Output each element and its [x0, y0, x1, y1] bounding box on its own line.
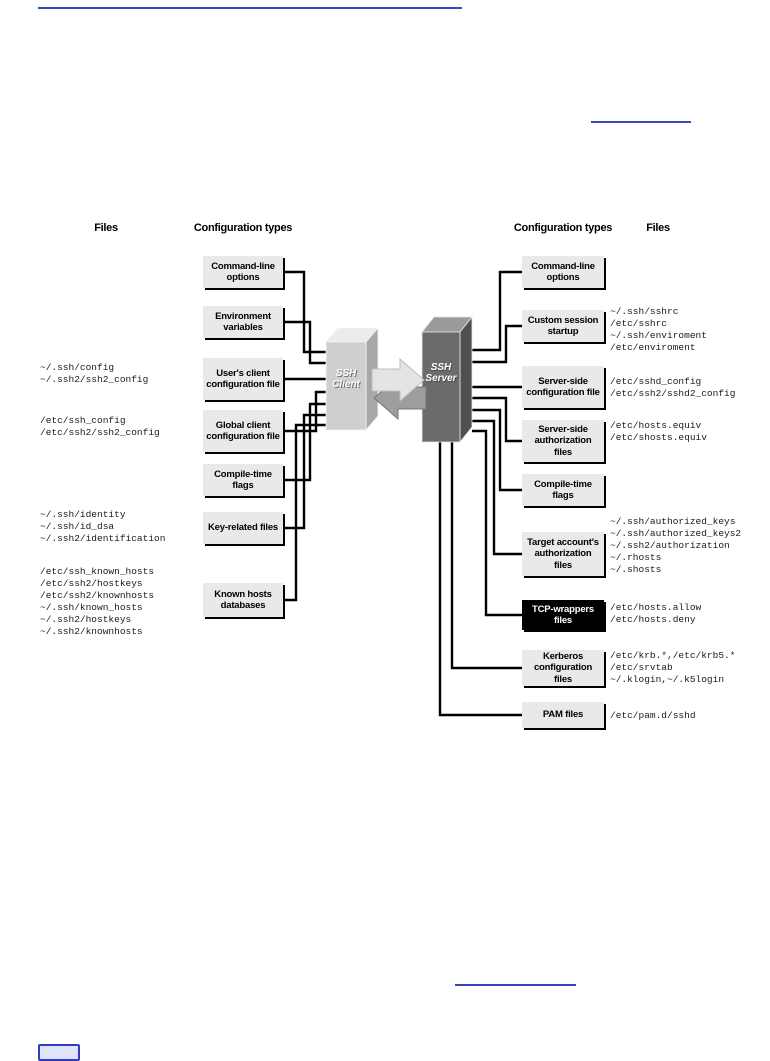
file-list-tcp-wrappers: /etc/hosts.allow /etc/hosts.deny — [610, 602, 702, 625]
config-box-known-hosts-databases: Known hosts databases — [203, 583, 283, 617]
file-list-known-hosts: /etc/ssh_known_hosts /etc/ssh2/hostkeys … — [40, 566, 155, 637]
config-box-global-client-config: Global client configuration file — [203, 410, 283, 452]
file-list-pam: /etc/pam.d/sshd — [610, 710, 696, 721]
file-list-hosts-equiv: /etc/hosts.equiv /etc/shosts.equiv — [610, 420, 707, 443]
config-header-left: Configuration types — [193, 222, 293, 234]
file-list-sshd-config: /etc/sshd_config /etc/ssh2/sshd2_config — [610, 376, 736, 399]
config-box-key-related-files: Key-related files — [203, 512, 283, 544]
ssh-server-label: SSH Server — [425, 362, 457, 384]
config-box-kerberos-config: Kerberos configuration files — [522, 650, 604, 686]
config-box-server-compile-flags: Compile-time flags — [522, 474, 604, 506]
config-box-custom-session-startup: Custom session startup — [522, 310, 604, 342]
file-list-key-related: ~/.ssh/identity ~/.ssh/id_dsa ~/.ssh2/id… — [40, 509, 166, 544]
config-box-server-side-config: Server-side configuration file — [522, 366, 604, 408]
config-header-right: Configuration types — [513, 222, 613, 234]
config-box-users-client-config: User's client configuration file — [203, 358, 283, 400]
top-link-underline[interactable] — [38, 7, 462, 9]
config-box-environment-variables: Environment variables — [203, 306, 283, 338]
files-header-left: Files — [94, 222, 118, 234]
file-list-kerberos: /etc/krb.*,/etc/krb5.* /etc/srvtab ~/.kl… — [610, 650, 736, 685]
file-list-global-client-config: /etc/ssh_config /etc/ssh2/ssh2_config — [40, 415, 160, 438]
right-arrow-icon — [371, 357, 425, 403]
nav-button[interactable] — [38, 1044, 80, 1061]
config-box-target-account-auth: Target account's authorization files — [522, 532, 604, 576]
config-box-server-command-line: Command-line options — [522, 256, 604, 288]
file-list-authorized-keys: ~/.ssh/authorized_keys ~/.ssh/authorized… — [610, 516, 742, 575]
config-box-command-line-options: Command-line options — [203, 256, 283, 288]
config-box-server-side-auth: Server-side authorization files — [522, 420, 604, 462]
left-arrow-icon — [373, 375, 427, 421]
config-box-tcp-wrappers: TCP-wrappers files — [522, 600, 604, 630]
config-box-pam-files: PAM files — [522, 702, 604, 728]
bottom-link-underline[interactable] — [455, 984, 576, 986]
file-list-session-startup: ~/.ssh/sshrc /etc/sshrc ~/.ssh/enviromen… — [610, 306, 707, 353]
files-header-right: Files — [646, 222, 670, 234]
top-right-link-underline[interactable] — [591, 121, 691, 123]
config-box-compile-time-flags: Compile-time flags — [203, 464, 283, 496]
ssh-client-label: SSH Client — [332, 368, 360, 390]
file-list-user-client-config: ~/.ssh/config ~/.ssh2/ssh2_config — [40, 362, 149, 385]
